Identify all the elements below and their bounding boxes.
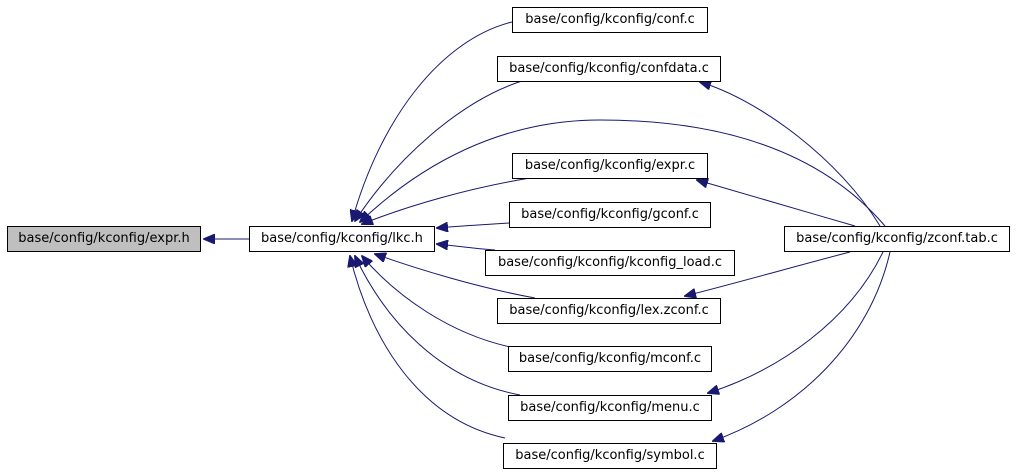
node-lex-zconf-c[interactable]: base/config/kconfig/lex.zconf.c — [497, 298, 721, 324]
edge-mconf-c-to-lkc-h — [362, 256, 516, 349]
edge-lex-zconf-c-to-lkc-h — [375, 254, 536, 299]
edge-expr-c-to-lkc-h — [362, 177, 531, 224]
node-lkc-h[interactable]: base/config/kconfig/lkc.h — [249, 226, 435, 252]
edge-confdata-c-to-lkc-h — [355, 79, 526, 221]
edge-symbol-c-to-lkc-h — [350, 256, 506, 439]
node-confdata-c[interactable]: base/config/kconfig/confdata.c — [497, 56, 721, 82]
node-expr-c[interactable]: base/config/kconfig/expr.c — [512, 153, 708, 179]
edge-zconf-tab-c-to-lkc-h-upper — [360, 119, 886, 227]
node-symbol-c[interactable]: base/config/kconfig/symbol.c — [503, 443, 717, 469]
node-menu-c[interactable]: base/config/kconfig/menu.c — [508, 395, 712, 421]
node-conf-c[interactable]: base/config/kconfig/conf.c — [512, 7, 708, 33]
node-kconfig-load-c[interactable]: base/config/kconfig/kconfig_load.c — [485, 250, 735, 276]
edge-zconf-tab-c-to-symbol-c — [713, 251, 891, 441]
edge-menu-c-to-lkc-h — [355, 256, 521, 396]
node-expr-h: base/config/kconfig/expr.h — [7, 226, 201, 252]
edge-zconf-tab-c-to-menu-c — [708, 251, 884, 393]
node-mconf-c[interactable]: base/config/kconfig/mconf.c — [508, 346, 712, 372]
edge-zconf-tab-c-to-confdata-c — [700, 82, 881, 227]
edge-conf-c-to-lkc-h — [352, 21, 513, 221]
node-zconf-tab-c[interactable]: base/config/kconfig/zconf.tab.c — [784, 226, 1010, 252]
edge-zconf-tab-c-to-lex-zconf-c — [685, 251, 851, 296]
edge-kconfig-load-c-to-lkc-h — [437, 244, 496, 251]
node-gconf-c[interactable]: base/config/kconfig/gconf.c — [509, 202, 711, 228]
edge-zconf-tab-c-to-expr-c — [697, 180, 856, 227]
edge-gconf-c-to-lkc-h — [437, 223, 510, 228]
